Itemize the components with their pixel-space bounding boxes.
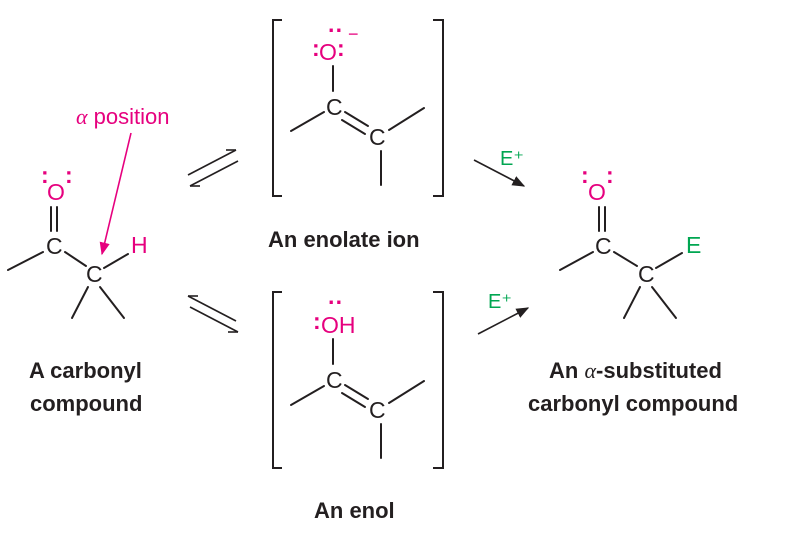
equilibrium-line-upper-2 <box>187 295 237 322</box>
lone-pair-right: : <box>65 162 73 188</box>
alpha-bond-right <box>99 286 125 319</box>
reaction-arrow-bottom <box>477 307 530 335</box>
alpha-bond-left <box>71 286 89 319</box>
enol-lone-pair-top: ·· <box>328 289 343 315</box>
enol-caption: An enol <box>314 498 395 523</box>
lone-pair-left: : <box>41 162 49 188</box>
enol-hydroxyl: OH <box>321 312 356 338</box>
equilibrium-line-upper <box>187 149 237 176</box>
equilibrium-line-lower-2 <box>189 306 239 333</box>
c-c-bond <box>64 251 87 267</box>
enol-carbon-1: C <box>326 367 343 393</box>
product-lone-pair-left: : <box>581 162 589 188</box>
product-carbonyl-carbon: C <box>595 233 612 259</box>
electrophile-label-top: E⁺ <box>500 148 524 170</box>
equilibrium-arrow-bottom <box>187 295 239 333</box>
enolate-structure: : ·· O : − C C <box>272 17 444 197</box>
enolate-carbon-1: C <box>326 94 343 120</box>
product-caption-alpha: α <box>584 358 596 383</box>
product-caption-line1: An α-substituted <box>549 358 722 383</box>
negative-charge: − <box>348 24 359 44</box>
enol-methyl-bond <box>290 385 325 406</box>
alpha-symbol: α <box>76 104 88 129</box>
enolate-methyl-bond <box>290 111 325 132</box>
product-structure: : O : C C E <box>559 162 701 319</box>
product-caption-line2: carbonyl compound <box>528 391 738 416</box>
carbonyl-carbon: C <box>46 233 63 259</box>
alpha-carbon: C <box>86 261 103 287</box>
oxygen-atom: O <box>47 179 65 205</box>
electrophile-label-bottom: E⁺ <box>488 291 512 313</box>
enol-carbon-2: C <box>369 397 386 423</box>
product-bond-right <box>651 286 677 319</box>
product-caption-suffix: -substituted <box>596 358 722 383</box>
enolate-lone-pair-top: ·· <box>328 17 343 43</box>
methyl-bond <box>7 251 44 271</box>
enol-double-bond-1 <box>344 384 369 400</box>
carbonyl-caption-line2: compound <box>30 391 142 416</box>
enol-right-bond <box>388 380 425 404</box>
enolate-left-bracket <box>272 19 282 197</box>
alpha-hydrogen: H <box>131 232 148 258</box>
enol-left-bracket <box>272 291 282 469</box>
equilibrium-line-lower <box>189 160 239 187</box>
enolate-double-bond-1 <box>344 111 369 127</box>
enolate-lone-pair-left: : <box>312 35 320 61</box>
carbonyl-caption-line1: A carbonyl <box>29 358 142 383</box>
enolate-lone-pair-right: : <box>337 35 345 61</box>
enolate-caption: An enolate ion <box>268 227 420 252</box>
enol-double-bond-2 <box>341 392 366 408</box>
enolate-double-bond-2 <box>341 119 366 135</box>
enolate-right-bond <box>388 107 425 131</box>
reaction-arrow-top <box>473 159 526 187</box>
enolate-carbon-2: C <box>369 124 386 150</box>
enolate-oxygen: O <box>319 39 337 65</box>
enol-right-bracket <box>433 291 444 469</box>
enol-lone-pair-left: : <box>313 308 321 334</box>
product-alpha-carbon: C <box>638 261 655 287</box>
c-h-bond <box>103 253 129 269</box>
alpha-position-text: position <box>88 104 170 129</box>
equilibrium-arrow-top <box>187 149 239 187</box>
alpha-position-label: α position <box>76 104 170 129</box>
product-c-c-bond <box>613 251 638 267</box>
product-methyl-bond <box>559 251 594 271</box>
product-electrophile: E <box>686 232 701 258</box>
product-lone-pair-right: : <box>606 162 614 188</box>
alpha-pointer-arrow <box>99 132 132 256</box>
enol-structure: : ·· OH C C <box>272 289 444 469</box>
product-oxygen: O <box>588 179 606 205</box>
carbonyl-compound-structure: : O : C C H <box>7 162 148 319</box>
product-c-e-bond <box>655 252 683 269</box>
enolate-right-bracket <box>433 19 444 197</box>
product-caption-prefix: An <box>549 358 584 383</box>
product-bond-left <box>623 286 641 319</box>
